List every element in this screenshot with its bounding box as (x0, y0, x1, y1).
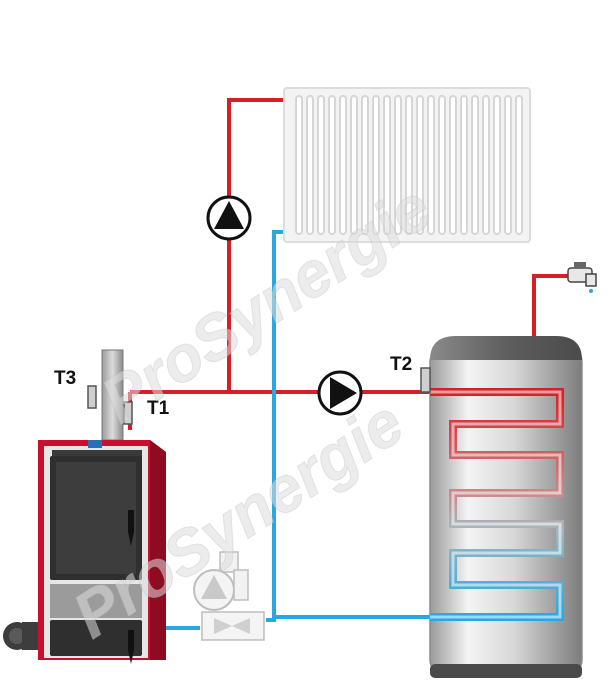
radiator-fin (394, 95, 402, 235)
radiator-fin (328, 95, 336, 235)
label-t2: T2 (390, 354, 412, 375)
pump-icon-tank (317, 370, 363, 416)
radiator-fin (372, 95, 380, 235)
radiator-fin (471, 95, 479, 235)
temperature-sensor-t2 (420, 367, 431, 393)
radiator-fin (427, 95, 435, 235)
radiator-fin (339, 95, 347, 235)
temperature-sensor-t1 (123, 401, 133, 425)
boiler-icon (3, 349, 166, 664)
radiator-fin (295, 95, 303, 235)
pump-icon-radiator (206, 195, 252, 241)
radiator-fin (515, 95, 523, 235)
cold-pipe-radiator-return (266, 230, 286, 622)
mixing-valve-icon (193, 551, 265, 641)
radiator-fin (482, 95, 490, 235)
radiator-fin (438, 95, 446, 235)
faucet-icon (567, 262, 597, 293)
hot-pipe-radiator-supply (227, 98, 286, 392)
radiator-fin (449, 95, 457, 235)
radiator-fin (317, 95, 325, 235)
dhw-outlet-pipe (532, 274, 572, 338)
hot-water-tank-icon (429, 336, 583, 678)
temperature-sensor-t3 (87, 385, 97, 409)
radiator-fin (306, 95, 314, 235)
radiator-icon (283, 87, 531, 243)
radiator-fin (460, 95, 468, 235)
radiator-fin (383, 95, 391, 235)
radiator-fin (350, 95, 358, 235)
radiator-fin (504, 95, 512, 235)
radiator-fin (405, 95, 413, 235)
label-t3: T3 (54, 368, 76, 389)
radiator-fin (493, 95, 501, 235)
radiator-fin (416, 95, 424, 235)
watermark-upper: ProSynergie (88, 171, 443, 437)
label-t1: T1 (147, 398, 170, 419)
radiator-fin (361, 95, 369, 235)
